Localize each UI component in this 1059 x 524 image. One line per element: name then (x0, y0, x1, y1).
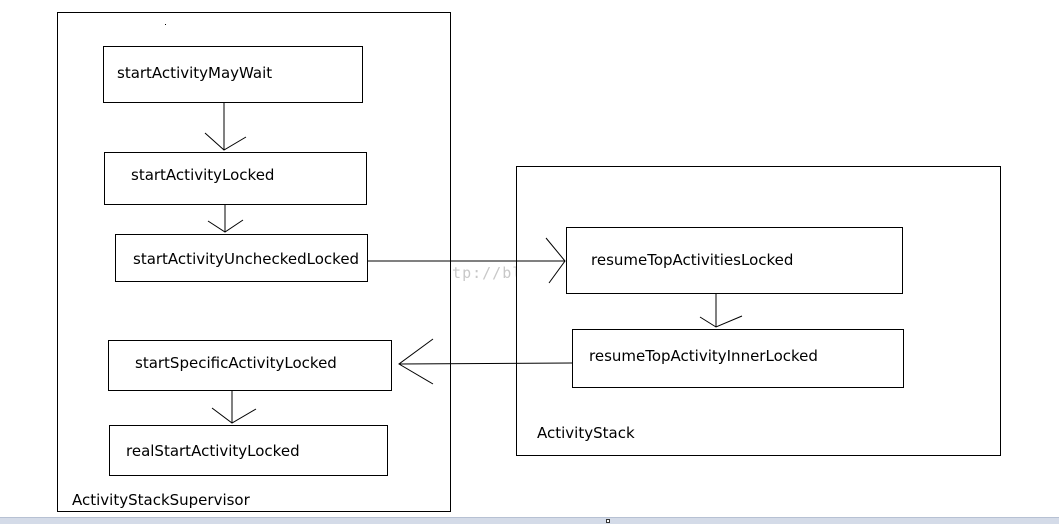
container-label-activity-stack-supervisor: ActivityStackSupervisor (72, 491, 250, 509)
node-label: resumeTopActivityInnerLocked (589, 347, 818, 365)
resize-handle[interactable] (606, 519, 610, 523)
node-start-activity-unchecked-locked: startActivityUncheckedLocked (115, 234, 368, 282)
node-resume-top-activities-locked: resumeTopActivitiesLocked (566, 227, 903, 294)
node-label: realStartActivityLocked (126, 442, 300, 460)
node-label: startSpecificActivityLocked (135, 354, 337, 372)
node-real-start-activity-locked: realStartActivityLocked (109, 425, 388, 476)
node-label: resumeTopActivitiesLocked (591, 251, 794, 269)
container-label-activity-stack: ActivityStack (537, 424, 635, 442)
node-label: startActivityUncheckedLocked (133, 250, 360, 268)
bottom-scroll-strip[interactable] (0, 517, 1059, 524)
node-start-activity-may-wait: startActivityMayWait (103, 46, 363, 103)
node-label: startActivityMayWait (117, 64, 273, 82)
node-start-specific-activity-locked: startSpecificActivityLocked (108, 340, 392, 391)
activity-stack-container (516, 166, 1001, 456)
node-label: startActivityLocked (131, 166, 275, 184)
node-resume-top-activity-inner-locked: resumeTopActivityInnerLocked (572, 329, 904, 388)
node-start-activity-locked: startActivityLocked (104, 152, 367, 205)
